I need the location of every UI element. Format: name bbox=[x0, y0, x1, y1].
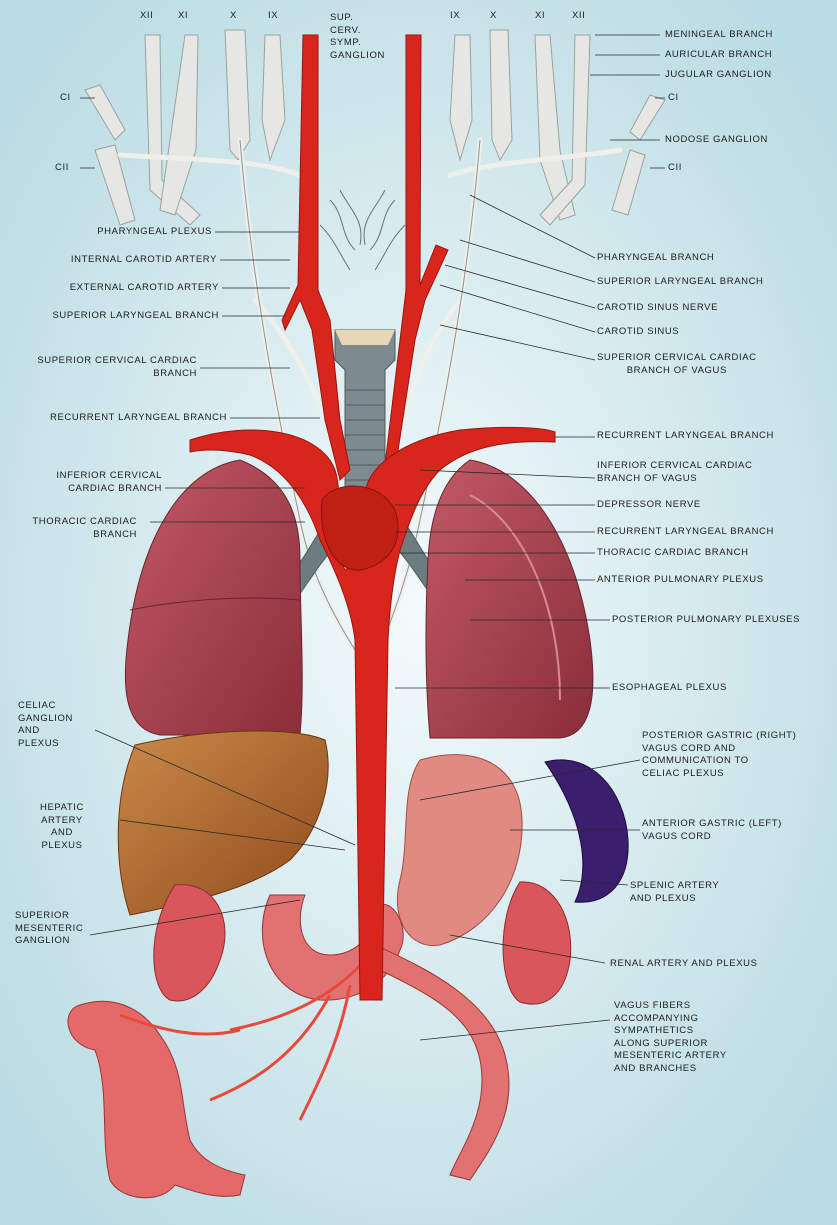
label-posterior-gastric-vagus-cord: POSTERIOR GASTRIC (RIGHT) VAGUS CORD AND… bbox=[642, 730, 796, 780]
label-external-carotid-artery: EXTERNAL CAROTID ARTERY bbox=[70, 282, 219, 295]
label-recurrent-laryngeal-branch-left: RECURRENT LARYNGEAL BRANCH bbox=[50, 412, 227, 425]
label-ci-left: CI bbox=[60, 92, 71, 105]
label-splenic-artery-and-plexus: SPLENIC ARTERY AND PLEXUS bbox=[630, 880, 719, 905]
label-thoracic-cardiac-branch-left: THORACIC CARDIAC BRANCH bbox=[32, 516, 137, 541]
label-superior-cervical-cardiac-branch: SUPERIOR CERVICAL CARDIAC BRANCH bbox=[37, 355, 197, 380]
label-esophageal-plexus: ESOPHAGEAL PLEXUS bbox=[612, 682, 727, 695]
label-anterior-gastric-vagus-cord: ANTERIOR GASTRIC (LEFT) VAGUS CORD bbox=[642, 818, 782, 843]
label-carotid-sinus: CAROTID SINUS bbox=[597, 326, 679, 339]
label-renal-artery-and-plexus: RENAL ARTERY AND PLEXUS bbox=[610, 958, 758, 971]
label-sup-cerv-symp-ganglion: SUP. CERV. SYMP. GANGLION bbox=[330, 12, 385, 62]
label-superior-cervical-cardiac-branch-of-vagus: SUPERIOR CERVICAL CARDIAC BRANCH OF VAGU… bbox=[597, 352, 757, 377]
label-superior-laryngeal-branch-right: SUPERIOR LARYNGEAL BRANCH bbox=[597, 276, 764, 289]
label-internal-carotid-artery: INTERNAL CAROTID ARTERY bbox=[71, 254, 217, 267]
label-pharyngeal-plexus: PHARYNGEAL PLEXUS bbox=[97, 226, 212, 239]
label-cii-right: CII bbox=[668, 162, 682, 175]
label-inferior-cervical-cardiac-branch: INFERIOR CERVICAL CARDIAC BRANCH bbox=[56, 470, 162, 495]
label-depressor-nerve: DEPRESSOR NERVE bbox=[597, 499, 701, 512]
label-carotid-sinus-nerve: CAROTID SINUS NERVE bbox=[597, 302, 718, 315]
label-posterior-pulmonary-plexuses: POSTERIOR PULMONARY PLEXUSES bbox=[612, 614, 800, 627]
label-recurrent-laryngeal-branch-right: RECURRENT LARYNGEAL BRANCH bbox=[597, 430, 774, 443]
label-hepatic-artery-and-plexus: HEPATIC ARTERY AND PLEXUS bbox=[40, 802, 84, 852]
label-inferior-cervical-cardiac-branch-of-vagus: INFERIOR CERVICAL CARDIAC BRANCH OF VAGU… bbox=[597, 460, 752, 485]
label-cii-left: CII bbox=[55, 162, 69, 175]
label-nodose-ganglion: NODOSE GANGLION bbox=[665, 134, 768, 147]
label-cranial-ix-right: IX bbox=[450, 10, 460, 23]
label-pharyngeal-branch: PHARYNGEAL BRANCH bbox=[597, 252, 714, 265]
label-ci-right: CI bbox=[668, 92, 679, 105]
label-cranial-xi-right: XI bbox=[535, 10, 545, 23]
label-anterior-pulmonary-plexus: ANTERIOR PULMONARY PLEXUS bbox=[597, 574, 764, 587]
label-auricular-branch: AURICULAR BRANCH bbox=[665, 49, 772, 62]
label-superior-laryngeal-branch-left: SUPERIOR LARYNGEAL BRANCH bbox=[52, 310, 219, 323]
label-cranial-xii-left: XII bbox=[140, 10, 153, 23]
label-cranial-ix-left: IX bbox=[268, 10, 278, 23]
label-vagus-fibers-accompanying: VAGUS FIBERS ACCOMPANYING SYMPATHETICS A… bbox=[614, 1000, 727, 1075]
label-thoracic-cardiac-branch-right: THORACIC CARDIAC BRANCH bbox=[597, 547, 749, 560]
label-meningeal-branch: MENINGEAL BRANCH bbox=[665, 29, 773, 42]
label-cranial-xii-right: XII bbox=[572, 10, 585, 23]
label-cranial-x-right: X bbox=[490, 10, 497, 23]
label-recurrent-laryngeal-branch-right-2: RECURRENT LARYNGEAL BRANCH bbox=[597, 526, 774, 539]
label-cranial-x-left: X bbox=[230, 10, 237, 23]
label-superior-mesenteric-ganglion: SUPERIOR MESENTERIC GANGLION bbox=[15, 910, 83, 948]
label-celiac-ganglion-and-plexus: CELIAC GANGLION AND PLEXUS bbox=[18, 700, 73, 750]
label-jugular-ganglion: JUGULAR GANGLION bbox=[665, 69, 772, 82]
label-cranial-xi-left: XI bbox=[178, 10, 188, 23]
